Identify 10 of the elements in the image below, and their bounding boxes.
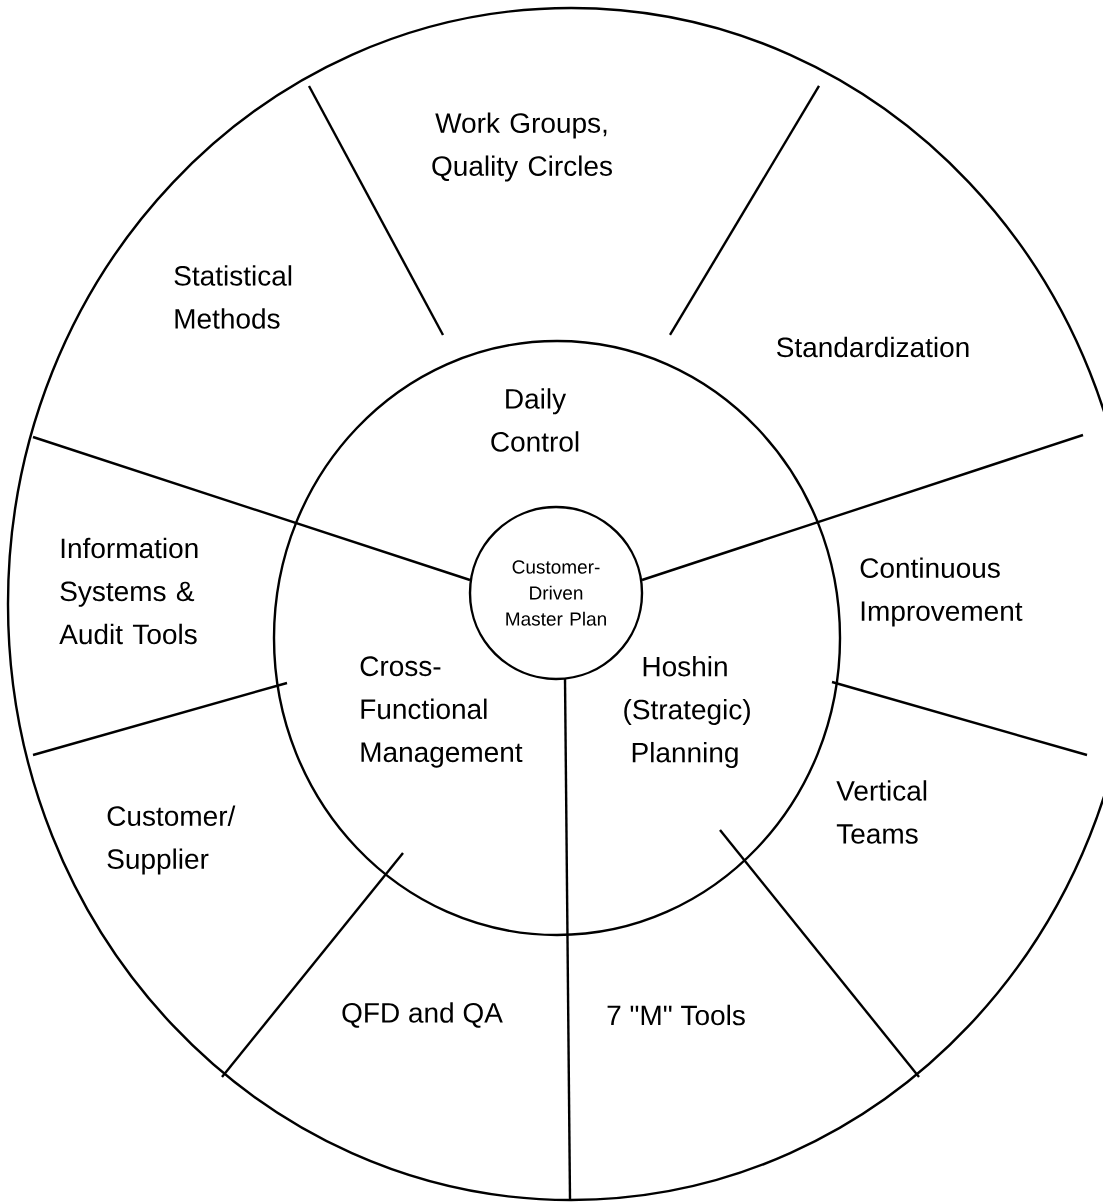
sector-label: Standardization [777, 336, 969, 358]
sector-label: Work Groups, Quality Circles [432, 112, 612, 182]
sector-label: Information Systems & Audit Tools [59, 537, 198, 645]
sector-label: QFD and QA [342, 1002, 503, 1028]
sector-label: Customer/ Supplier [107, 805, 236, 875]
sector-label: 7 "M" Tools [607, 1004, 745, 1026]
sector-label: Vertical Teams [836, 780, 927, 844]
sector-label: Continuous Improvement [860, 557, 1023, 627]
sector-label: Daily Control [491, 388, 579, 452]
sector-label: Statistical Methods [174, 265, 292, 329]
